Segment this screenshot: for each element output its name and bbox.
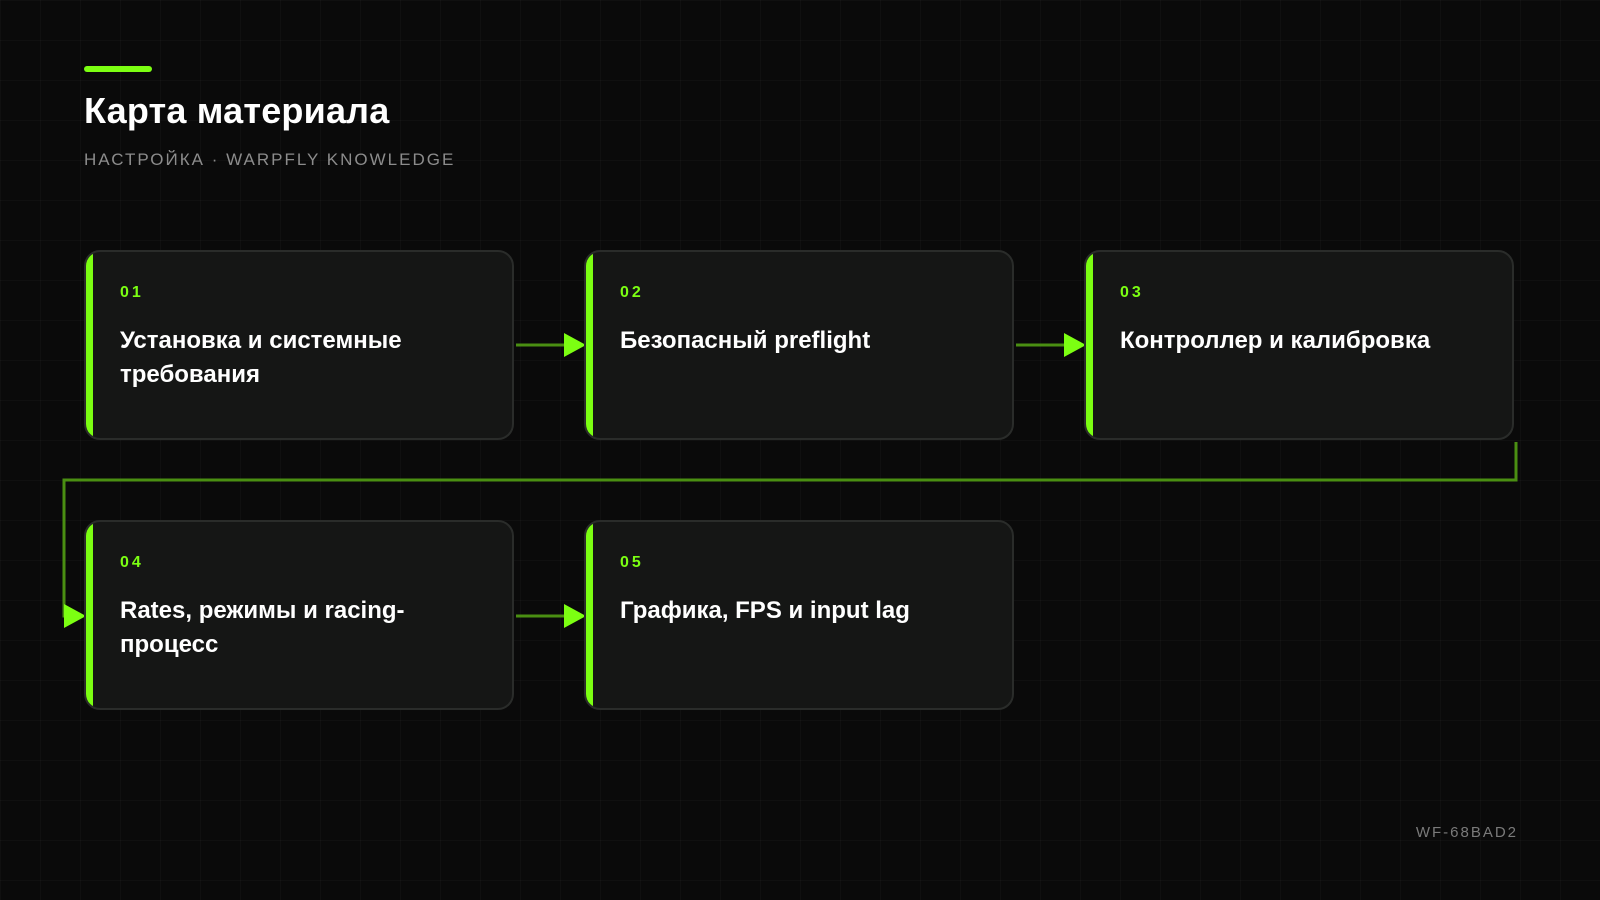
- card-accent-edge: [86, 522, 93, 708]
- step-card-5: 05 Графика, FPS и input lag: [584, 520, 1014, 710]
- step-card-3: 03 Контроллер и калибровка: [1084, 250, 1514, 440]
- page-subtitle: НАСТРОЙКА · WARPFLY KNOWLEDGE: [84, 150, 456, 169]
- step-number: 01: [120, 284, 144, 301]
- step-label: Безопасный preflight: [620, 327, 871, 354]
- document-code: WF-68BAD2: [1415, 824, 1518, 841]
- arrow-head-3-4: [64, 604, 86, 628]
- step-number: 05: [620, 554, 644, 571]
- step-card-4: 04 Rates, режимы и racing-процесс: [84, 520, 514, 710]
- card-accent-edge: [586, 252, 593, 438]
- step-card-2: 02 Безопасный preflight: [584, 250, 1014, 440]
- card-accent-edge: [586, 522, 593, 708]
- arrow-head-4-5: [564, 604, 586, 628]
- step-label: Контроллер и калибровка: [1120, 327, 1431, 354]
- step-number: 04: [120, 554, 144, 571]
- arrow-head-2-3: [1064, 333, 1086, 357]
- accent-bar: [84, 66, 152, 72]
- card-accent-edge: [1086, 252, 1093, 438]
- step-card-1: 01 Установка и системные требования: [84, 250, 514, 440]
- arrow-head-1-2: [564, 333, 586, 357]
- step-label: Установка и системные требования: [120, 327, 402, 388]
- card-accent-edge: [86, 252, 93, 438]
- page-title: Карта материала: [84, 90, 390, 131]
- step-label: Rates, режимы и racing-процесс: [120, 597, 405, 658]
- step-number: 03: [1120, 284, 1144, 301]
- step-label: Графика, FPS и input lag: [620, 597, 910, 624]
- step-number: 02: [620, 284, 644, 301]
